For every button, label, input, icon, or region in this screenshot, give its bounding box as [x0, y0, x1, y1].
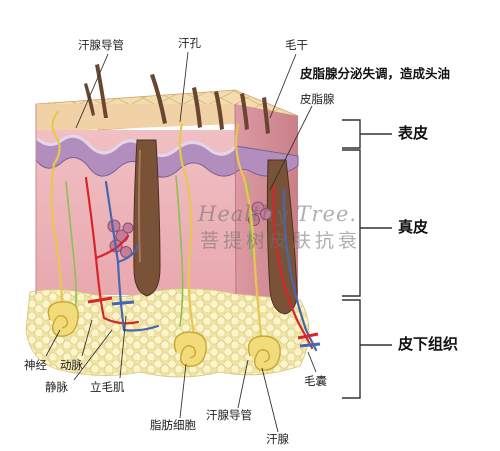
sweat-duct-left	[50, 110, 64, 312]
label-vein: 静脉	[45, 380, 68, 394]
epidermis-front	[36, 104, 235, 132]
label-hair-shaft: 毛干	[285, 38, 308, 52]
layer-label-subcutis: 皮下组织	[398, 335, 459, 353]
layer-label-dermis: 真皮	[398, 218, 429, 236]
label-sweat-duct-bottom: 汗腺导管	[206, 408, 252, 422]
label-nerve: 神经	[24, 358, 47, 372]
label-arrector-pili: 立毛肌	[90, 380, 125, 394]
layer-brackets	[342, 119, 392, 399]
label-pore: 汗孔	[178, 36, 201, 50]
artery	[84, 176, 140, 325]
watermark-chinese: 菩提树皮肤抗衰	[200, 230, 362, 252]
vein	[104, 180, 160, 332]
hair-shafts	[84, 64, 270, 134]
layer-label-epidermis: 表皮	[398, 124, 429, 142]
label-sweat-duct-top: 汗腺导管	[78, 38, 124, 52]
hair-follicle-right	[266, 159, 298, 315]
label-hair-follicle: 毛囊	[304, 374, 327, 388]
label-fat-cell: 脂肪细胞	[150, 418, 196, 432]
label-artery: 动脉	[60, 358, 83, 372]
hair-follicle-main	[133, 139, 161, 297]
watermark-english: Healthy Tree.	[198, 202, 358, 226]
callout-sebum-imbalance: 皮脂腺分泌失调，造成头油	[300, 66, 451, 81]
sweat-glands	[47, 301, 281, 371]
arrector-pili-marks	[87, 296, 321, 348]
leader-lines	[45, 51, 317, 433]
label-sebaceous-gland: 皮脂腺	[300, 92, 335, 106]
label-sweat-gland: 汗腺	[266, 432, 289, 446]
